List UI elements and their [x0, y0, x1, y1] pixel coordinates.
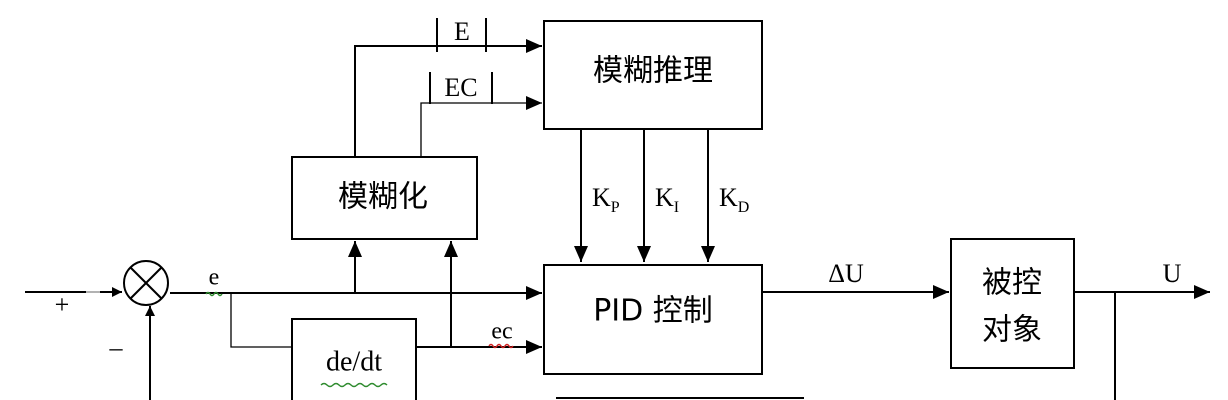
- summing-junction: [123, 260, 169, 306]
- abs-ec-label: EC: [444, 73, 477, 102]
- fuzzy-inference-block: 模糊推理: [543, 20, 763, 130]
- plant-label-line2: 对象: [982, 313, 1042, 348]
- fuzzification-block: 模糊化: [291, 156, 478, 240]
- fuzzy-inference-label: 模糊推理: [593, 54, 713, 89]
- error-signal-e-label: e: [209, 265, 220, 291]
- output-u-wire: [1074, 285, 1210, 400]
- ec-signal-label: ec: [491, 319, 512, 345]
- derivative-block: de/dt: [291, 318, 417, 400]
- plant-block: 被控 对象: [950, 238, 1075, 369]
- pid-control-block: PID 控制: [543, 264, 763, 375]
- abs-e-label: E: [454, 17, 470, 46]
- abs-ec-wire: [420, 72, 542, 157]
- plus-sign: +: [55, 290, 70, 319]
- ki-label: KI: [655, 183, 679, 216]
- pid-control-label: PID 控制: [593, 294, 713, 329]
- fuzzification-label: 模糊化: [338, 180, 428, 215]
- kp-label: KP: [592, 183, 620, 216]
- abs-e-wire: [354, 18, 542, 157]
- output-u-label: U: [1163, 259, 1182, 288]
- kd-label: KD: [719, 183, 749, 216]
- plant-label-line1: 被控: [982, 266, 1042, 301]
- delta-u-label: ΔU: [828, 259, 864, 288]
- derivative-label: de/dt: [326, 346, 382, 377]
- e-to-derivative-wire: [230, 293, 292, 348]
- minus-sign: –: [109, 333, 124, 362]
- reference-input-arrow: [25, 287, 122, 297]
